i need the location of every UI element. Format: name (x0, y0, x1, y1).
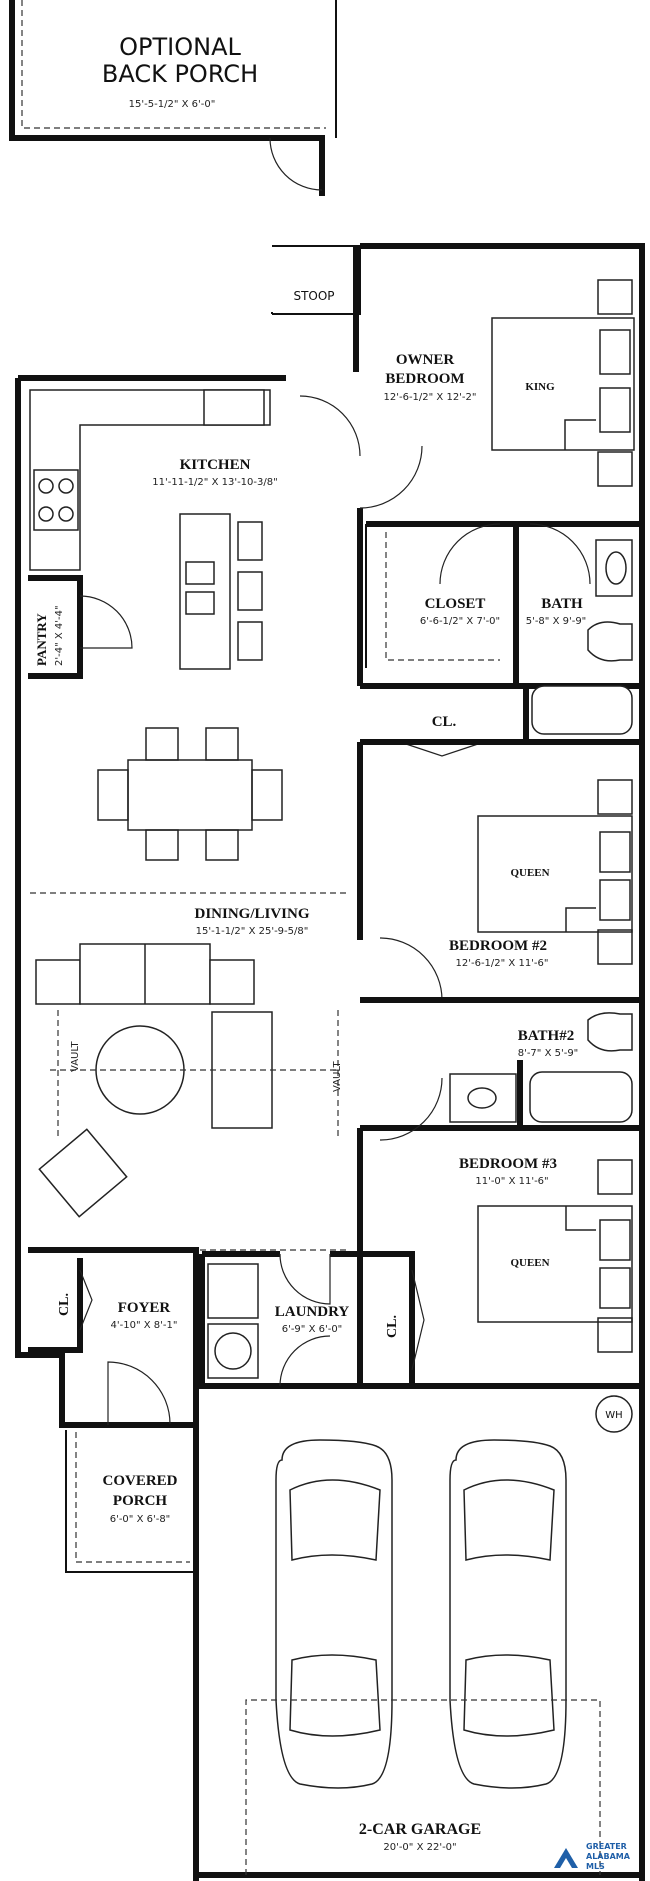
owner-bedroom-title-1: OWNER (396, 352, 455, 368)
armchair (38, 1128, 128, 1218)
bath2-dims: 8'-7" X 5'-9" (518, 1048, 579, 1059)
owner-bedroom-dims: 12'-6-1/2" X 12'-2" (384, 392, 477, 403)
covered-porch-title-1: COVERED (102, 1473, 177, 1489)
dining-living-area: DINING/LIVING 15'-1-1/2" X 25'-9-5/8" VA… (30, 892, 350, 1251)
laundry-dims: 6'-9" X 6'-0" (282, 1324, 343, 1335)
foyer-area: CL. FOYER 4'-10" X 8'-1" (28, 1247, 199, 1425)
water-heater-label: WH (605, 1410, 622, 1421)
exterior-walls (15, 243, 645, 1881)
dining-living-dims: 15'-1-1/2" X 25'-9-5/8" (196, 926, 309, 937)
vault-left-label: VAULT (70, 1040, 81, 1072)
foyer-closet-label: CL. (57, 1293, 72, 1316)
owner-closet-area: CLOSET 6'-6-1/2" X 7'-0" (365, 521, 519, 686)
laundry-title: LAUNDRY (275, 1304, 350, 1320)
owner-bedroom-area: KING OWNER BEDROOM 12'-6-1/2" X 12'-2" (299, 279, 642, 689)
owner-bath-area: BATH 5'-8" X 9'-9" (516, 521, 642, 735)
closet-title: CLOSET (425, 596, 486, 612)
vault-right-label: VAULT (332, 1060, 343, 1092)
laundry-area: LAUNDRY 6'-9" X 6'-0" (199, 1251, 360, 1389)
bed3-closet-label: CL. (385, 1315, 400, 1338)
bath-title: BATH (541, 596, 583, 612)
logo-line-2: ALABAMA (586, 1852, 630, 1861)
bed3-closet-area: CL. (360, 1251, 425, 1386)
garage-title: 2-CAR GARAGE (359, 1821, 481, 1838)
covered-porch-title-2: PORCH (113, 1493, 167, 1509)
covered-porch-area: COVERED PORCH 6'-0" X 6'-8" (65, 1430, 196, 1573)
bar-stool-icon (237, 521, 263, 661)
toilet-icon (587, 621, 633, 662)
covered-porch-dims: 6'-0" X 6'-8" (110, 1514, 171, 1525)
kitchen-area: KITCHEN 11'-11-1/2" X 13'-10-3/8" (29, 389, 278, 670)
back-porch-title-1: OPTIONAL (119, 33, 241, 61)
pantry-dims: 2'-4" X 4'-4" (54, 605, 65, 666)
kitchen-sink-counter (203, 389, 265, 426)
bath-dims: 5'-8" X 9'-9" (526, 616, 587, 627)
king-bed-icon (491, 317, 635, 451)
kitchen-title: KITCHEN (180, 457, 251, 473)
back-porch-area: OPTIONAL BACK PORCH 15'-5-1/2" X 6'-0" (9, 0, 337, 196)
logo-line-1: GREATER (586, 1842, 627, 1851)
kitchen-dims: 11'-11-1/2" X 13'-10-3/8" (152, 477, 277, 488)
stoop-label: STOOP (293, 289, 334, 303)
king-bed-label: KING (525, 381, 555, 393)
bedroom3-dims: 11'-0" X 11'-6" (475, 1176, 548, 1187)
queen-bed-3-label: QUEEN (510, 1257, 549, 1269)
bath2-sink-icon (449, 1073, 517, 1123)
owner-bedroom-title-2: BEDROOM (385, 371, 464, 387)
bedroom2-area: QUEEN BEDROOM #2 12'-6-1/2" X 11'-6" (357, 739, 642, 1001)
foyer-dims: 4'-10" X 8'-1" (111, 1320, 178, 1331)
greater-alabama-mls-logo: GREATER ALABAMA MLS (548, 1838, 646, 1878)
bath2-area: BATH#2 8'-7" X 5'-9" (360, 997, 642, 1141)
closet-dims: 6'-6-1/2" X 7'-0" (420, 616, 500, 627)
car-left-icon (275, 1439, 393, 1789)
bedroom2-title: BEDROOM #2 (449, 938, 547, 954)
garage-area: WH 2-CAR GARAGE 20'-0" X 22'-0" (245, 1395, 633, 1875)
bath2-toilet-icon (587, 1012, 633, 1052)
back-porch-title-2: BACK PORCH (102, 60, 258, 88)
foyer-title: FOYER (118, 1300, 171, 1316)
bedroom2-dims: 12'-6-1/2" X 11'-6" (456, 958, 549, 969)
queen-bed-2-icon (477, 815, 633, 933)
stoop-area: STOOP (271, 245, 361, 315)
end-table (35, 959, 81, 1005)
queen-bed-3-icon (477, 1205, 633, 1323)
cooktop-icon (33, 469, 79, 531)
dining-table (97, 727, 283, 861)
water-heater-icon (595, 1395, 633, 1433)
bedroom3-title: BEDROOM #3 (459, 1156, 557, 1172)
back-porch-dims: 15'-5-1/2" X 6'-0" (129, 99, 216, 110)
bath2-title: BATH#2 (518, 1028, 574, 1044)
pantry-area: PANTRY 2'-4" X 4'-4" (28, 575, 133, 679)
washer-icon (207, 1263, 259, 1319)
dining-living-title: DINING/LIVING (194, 906, 309, 922)
bathtub-icon (531, 685, 633, 735)
logo-mark-icon (554, 1848, 578, 1868)
hall-closet-label: CL. (432, 714, 457, 730)
garage-dims: 20'-0" X 22'-0" (383, 1842, 456, 1853)
car-right-icon (449, 1439, 567, 1789)
pantry-title: PANTRY (34, 613, 49, 666)
queen-bed-2-label: QUEEN (510, 867, 549, 879)
bath2-tub-icon (529, 1071, 633, 1123)
hall-closet-area: CL. (360, 683, 529, 757)
logo-line-3: MLS (586, 1862, 605, 1871)
